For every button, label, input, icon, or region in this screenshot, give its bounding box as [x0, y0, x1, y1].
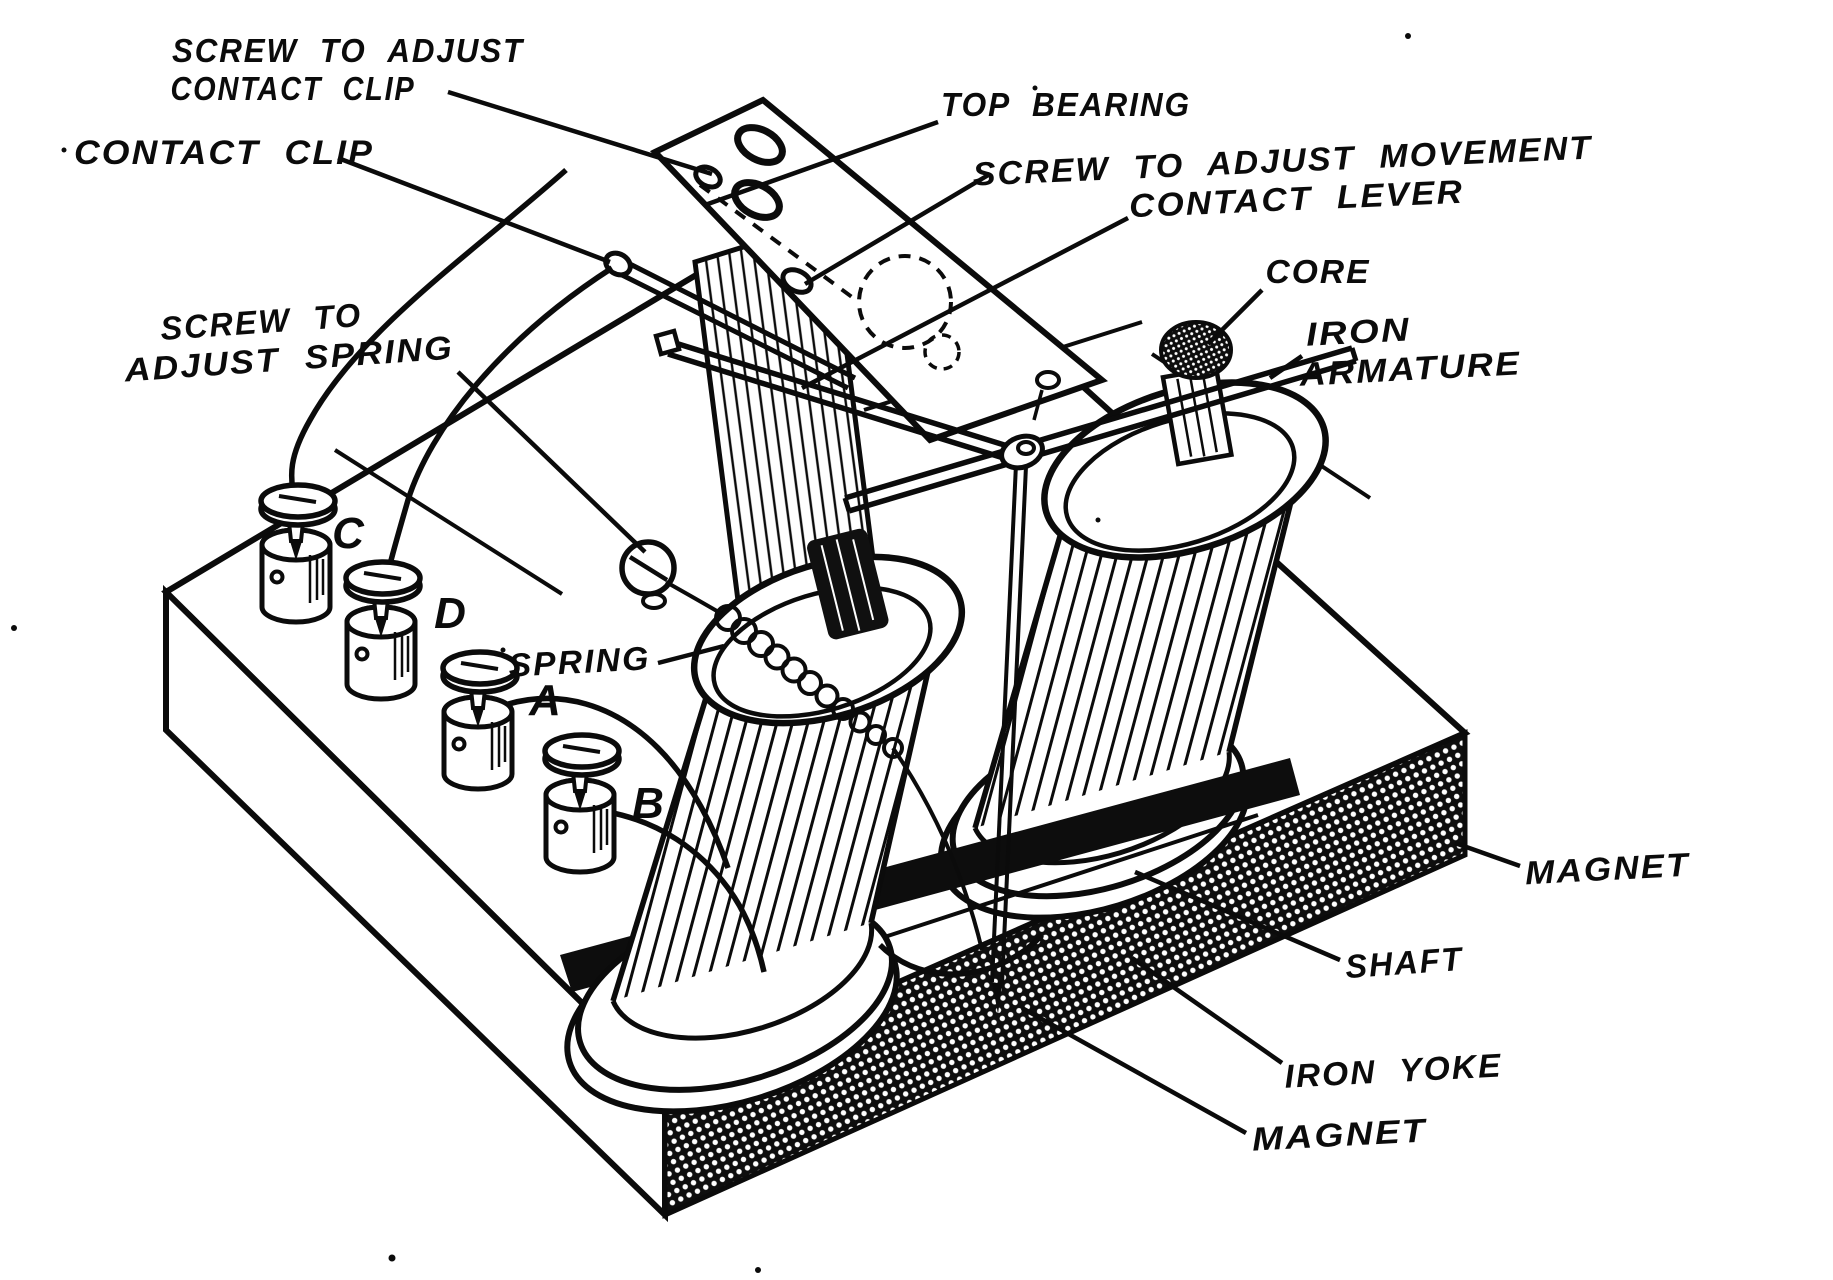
- wire-between-coils: [878, 933, 1045, 977]
- movement-screw: [780, 267, 814, 295]
- label-screw-adjust-clip-1: SCREW TO ADJUST: [172, 32, 525, 69]
- label-iron-armature-1: IRON: [1305, 310, 1412, 352]
- label-screw-adjust-clip-2: CONTACT CLIP: [171, 70, 416, 107]
- label-magnet-lower: MAGNET: [1251, 1111, 1429, 1157]
- wire-b-to-coil: [607, 809, 767, 973]
- label-core: CORE: [1266, 253, 1371, 290]
- label-magnet-upper: MAGNET: [1524, 846, 1692, 892]
- core-stub: [1160, 365, 1235, 467]
- ink-speckles: [11, 33, 1411, 1273]
- iron-core: [807, 528, 889, 640]
- wire-plate-to-c: [288, 167, 568, 506]
- terminal-post-d: [346, 562, 420, 699]
- label-spring: SPRING: [508, 639, 652, 683]
- leader-screw-adjust-movement: [803, 172, 992, 286]
- label-terminal-c: C: [332, 509, 365, 558]
- leader-shaft: [1134, 869, 1341, 963]
- wire-a-to-coil: [504, 695, 731, 869]
- label-top-bearing: TOP BEARING: [941, 86, 1191, 123]
- leader-spring: [657, 643, 725, 666]
- plate-hidden-detail: [698, 183, 961, 371]
- leader-iron-yoke: [1130, 956, 1284, 1065]
- label-iron-yoke: IRON YOKE: [1284, 1046, 1504, 1094]
- iron-armature-bar: [842, 345, 1359, 514]
- shaft-rod: [990, 463, 1028, 1014]
- leader-screw-adjust-clip: [447, 89, 713, 177]
- leader-magnet-upper: [1454, 840, 1521, 869]
- leader-contact-lever: [800, 216, 1130, 390]
- label-shaft: SHAFT: [1344, 940, 1465, 985]
- left-magnet-coil: [564, 528, 966, 1115]
- leader-lines: [337, 89, 1521, 1135]
- terminal-post-c: [261, 485, 335, 622]
- contact-clip-rod: [603, 250, 857, 391]
- leader-contact-clip: [337, 155, 611, 265]
- leader-top-bearing: [704, 119, 939, 208]
- label-terminal-a: A: [528, 676, 561, 725]
- leader-iron-armature: [1268, 354, 1304, 380]
- plate-hole-upper: [734, 124, 786, 166]
- terminal-post-b: [545, 735, 619, 872]
- terminal-post-a: [443, 652, 517, 789]
- leader-screw-adjust-spring: [456, 370, 647, 554]
- leader-core: [1206, 288, 1264, 346]
- coil-spring: [665, 580, 984, 951]
- label-terminal-d: D: [434, 589, 466, 638]
- leader-magnet-lower: [1020, 1006, 1248, 1135]
- label-contact-clip: CONTACT CLIP: [74, 134, 374, 172]
- spring-adjust-screw: [619, 539, 677, 610]
- contact-lever-bar: [653, 328, 1015, 463]
- label-terminal-b: B: [632, 779, 664, 828]
- pivot-hub: [999, 370, 1061, 471]
